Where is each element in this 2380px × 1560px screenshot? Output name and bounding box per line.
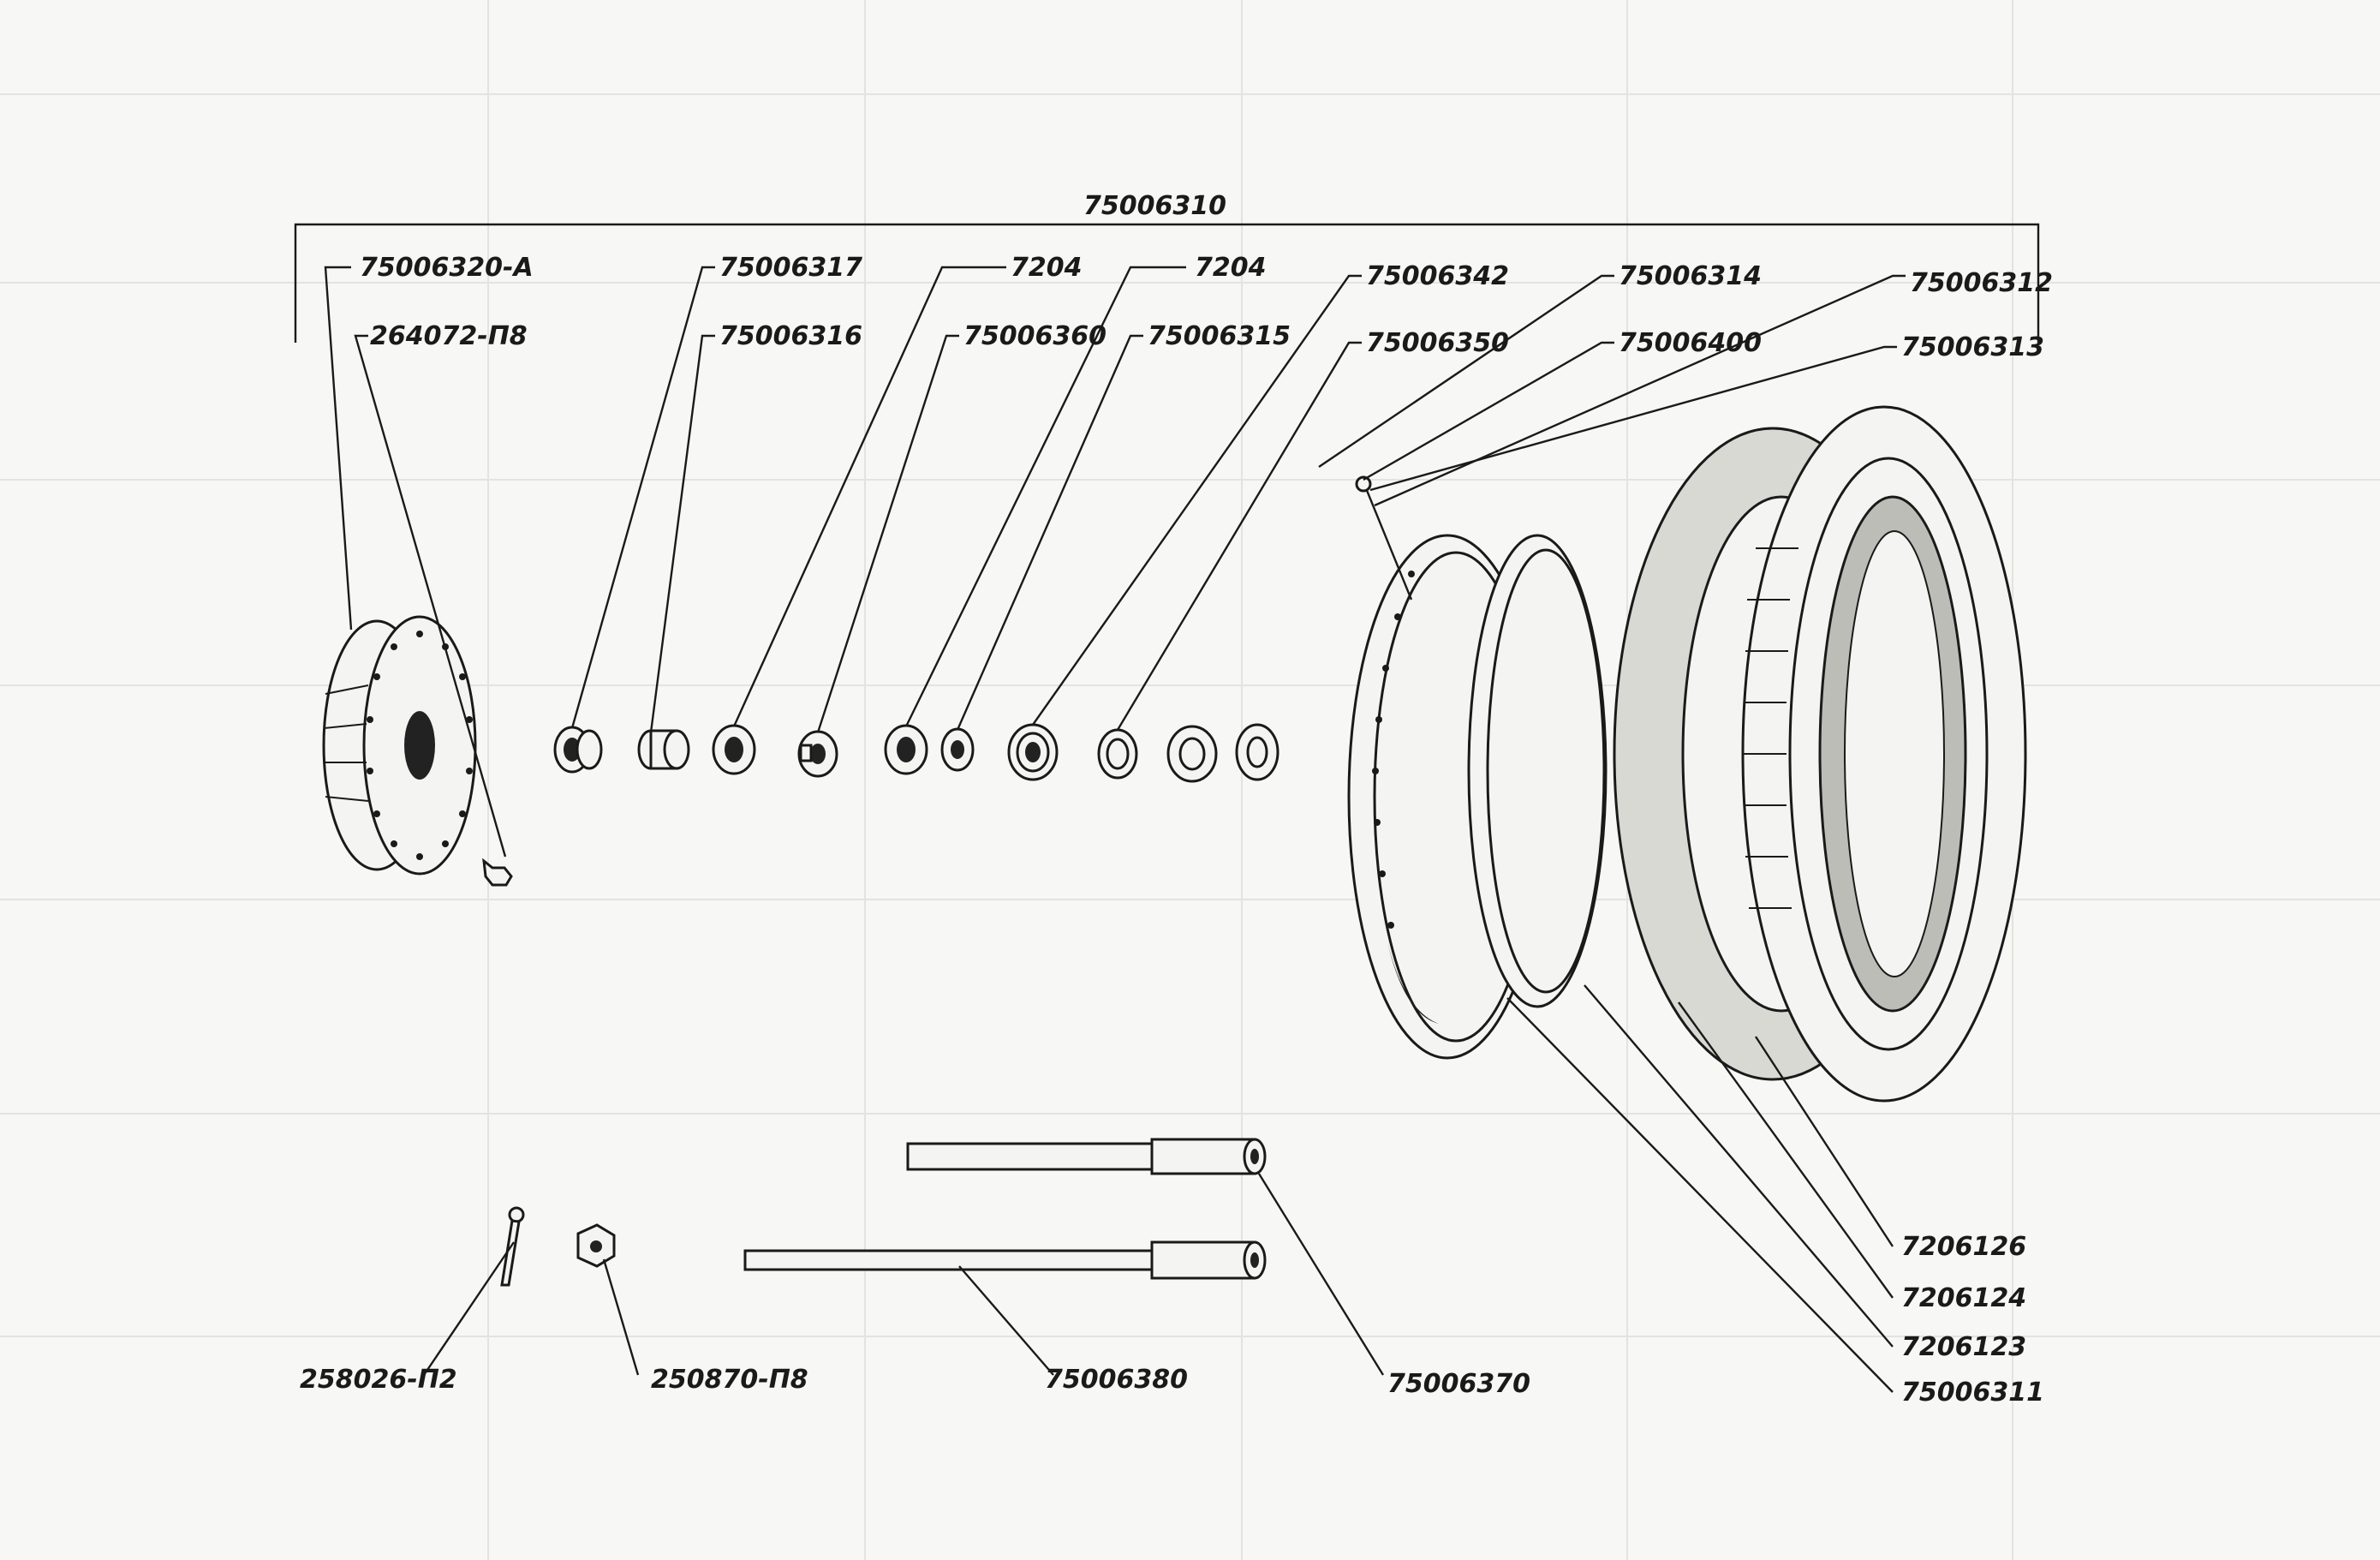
assembly-bracket: 75006310 — [294, 191, 2040, 343]
label-75006370: 75006370 — [1387, 1369, 1530, 1399]
sleeve-75006316 — [637, 729, 690, 770]
label-75006315: 75006315 — [1148, 321, 1291, 351]
label-7206126: 7206126 — [1901, 1232, 2026, 1262]
label-75006380: 75006380 — [1045, 1365, 1188, 1395]
label-75006313: 75006313 — [1901, 332, 2044, 362]
bushing-75006317 — [553, 726, 603, 774]
cotter-pin — [500, 1206, 525, 1287]
label-7204-b: 7204 — [1195, 253, 1267, 283]
label-75006316: 75006316 — [719, 321, 862, 351]
tyre — [1741, 405, 2027, 1103]
bearing-7204-a — [712, 724, 756, 775]
label-75006320-a: 75006320-А — [360, 253, 534, 283]
rim-band — [1467, 534, 1608, 1008]
part-labels: 75006320-А 264072-П8 75006317 75006316 7… — [300, 253, 2053, 1408]
label-264072-p8: 264072-П8 — [370, 321, 528, 351]
label-75006312: 75006312 — [1910, 268, 2053, 298]
bearing-7204-b — [884, 724, 928, 775]
leader-lines — [324, 266, 1906, 1393]
label-7206124: 7206124 — [1901, 1283, 2026, 1313]
bushing-75006315 — [940, 727, 975, 772]
label-75006360: 75006360 — [963, 321, 1106, 351]
bearing-washer-row — [553, 723, 1279, 783]
label-75006342: 75006342 — [1366, 261, 1509, 291]
label-75006400: 75006400 — [1619, 328, 1762, 358]
label-75006314: 75006314 — [1619, 261, 1762, 291]
label-250870-p8: 250870-П8 — [651, 1365, 808, 1395]
ring-washer — [1235, 723, 1279, 781]
label-75006317: 75006317 — [719, 253, 862, 283]
label-7204-a: 7204 — [1011, 253, 1083, 283]
seal-75006342 — [1007, 723, 1059, 781]
label-258026-p2: 258026-П2 — [300, 1365, 457, 1395]
spacer-75006360 — [797, 730, 838, 778]
label-assembly-number: 75006310 — [1083, 191, 1226, 221]
hub-bolt — [482, 858, 513, 887]
brake-drum-hub — [322, 615, 477, 876]
castle-nut — [576, 1223, 616, 1268]
label-75006311: 75006311 — [1901, 1378, 2044, 1408]
washer-75006350 — [1097, 728, 1138, 780]
axle-75006380 — [743, 1240, 1267, 1280]
label-7206123: 7206123 — [1901, 1332, 2026, 1362]
label-75006350: 75006350 — [1366, 328, 1509, 358]
nut-75006314-side — [1166, 725, 1218, 783]
axle-75006370 — [906, 1138, 1267, 1175]
